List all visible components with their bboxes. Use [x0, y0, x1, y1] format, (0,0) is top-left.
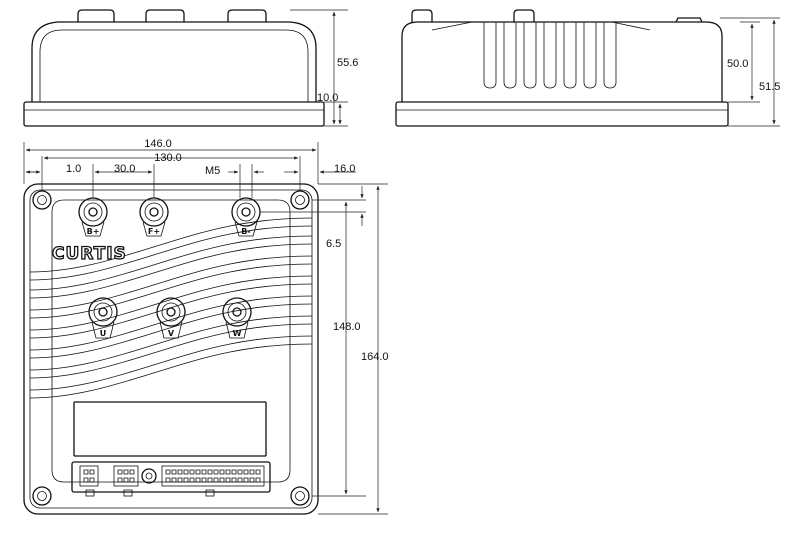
terminal-label-b-plus: B+: [87, 227, 100, 236]
heatsink-fins: [431, 21, 651, 89]
dim-front-base: 10.0: [317, 92, 338, 104]
dim-right-offset: 16.0: [334, 163, 355, 175]
terminal-f-plus: F+: [139, 197, 169, 237]
terminal-label-w: W: [233, 329, 242, 338]
mounting-holes: [32, 190, 310, 506]
dim-front-height: 55.6: [337, 57, 358, 69]
dim-overall-height: 164.0: [361, 351, 389, 363]
terminal-w: W: [222, 297, 252, 339]
terminal-label-v: V: [168, 329, 175, 338]
dim-left-offset: 1.0: [66, 163, 81, 175]
logic-connector: [71, 461, 271, 497]
terminal-v: V: [156, 297, 186, 339]
dim-hole-offset: 6.5: [326, 238, 341, 250]
terminal-u: U: [88, 297, 118, 339]
top-view: CURTIS B+ F+ B- U V: [23, 142, 388, 515]
front-view: [23, 9, 348, 127]
terminal-label-b-minus: B-: [241, 227, 250, 236]
dim-hole-spacing-width: 130.0: [154, 152, 182, 164]
dim-side-fin-height: 50.0: [727, 58, 748, 70]
dim-terminal-spacing: 30.0: [114, 163, 135, 175]
terminal-b-plus: B+: [78, 197, 108, 237]
wavy-fins: [29, 217, 313, 399]
dim-hole-spacing-height: 148.0: [333, 321, 361, 333]
brand-logo: CURTIS: [52, 244, 127, 264]
dim-overall-width: 146.0: [144, 138, 172, 150]
dim-side-height: 51.5: [759, 81, 780, 93]
terminal-b-minus: B-: [231, 197, 261, 237]
terminal-label-f-plus: F+: [148, 227, 160, 236]
dimension-labels: 55.6 10.0 50.0 51.5 146.0 130.0 1.0 30.0…: [66, 57, 780, 363]
terminal-label-u: U: [100, 329, 107, 338]
dim-thread: M5: [205, 165, 220, 177]
side-view: [395, 9, 780, 127]
